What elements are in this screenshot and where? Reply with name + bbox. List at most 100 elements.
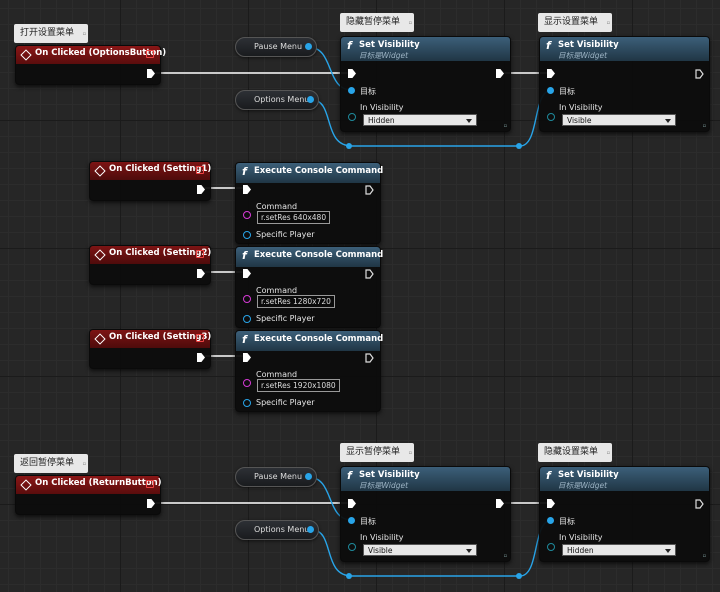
function-header: f Execute Console Command <box>236 331 384 351</box>
event-node-options-button[interactable]: On Clicked (OptionsButton) <box>15 45 166 85</box>
delegate-pin-icon[interactable] <box>196 334 204 342</box>
comment-return-pause[interactable]: 返回暂停菜单▫ <box>14 454 89 473</box>
event-header: On Clicked (Setting3) <box>90 330 212 348</box>
object-output-pin[interactable] <box>305 43 312 50</box>
exec-output-pin[interactable] <box>147 499 155 508</box>
target-input-pin[interactable] <box>547 87 554 94</box>
exec-input-pin[interactable] <box>243 269 251 278</box>
object-output-pin[interactable] <box>307 96 314 103</box>
visibility-value: Hidden <box>368 116 395 125</box>
exec-output-pin[interactable] <box>147 69 155 78</box>
object-output-pin[interactable] <box>307 526 314 533</box>
exec-output-pin[interactable] <box>197 269 205 278</box>
exec-output-pin[interactable] <box>496 499 504 508</box>
exec-input-pin[interactable] <box>547 69 555 78</box>
target-label: 目标 <box>360 87 376 96</box>
target-label: 目标 <box>559 87 575 96</box>
set-visibility-node[interactable]: f Set Visibility 目标是Widget 目标 In Visibil… <box>340 36 511 132</box>
specific-player-input-pin[interactable] <box>243 315 251 323</box>
variable-label: Options Menu <box>254 95 310 104</box>
command-text-field[interactable]: r.setRes 640x480 <box>257 211 331 224</box>
command-text-field[interactable]: r.setRes 1920x1080 <box>257 379 340 392</box>
function-header: f Set Visibility 目标是Widget <box>540 467 709 491</box>
visibility-dropdown[interactable]: Visible <box>562 114 676 126</box>
in-visibility-label: In Visibility <box>360 533 404 542</box>
function-title: Execute Console Command <box>254 166 384 176</box>
comment-show-settings[interactable]: 显示设置菜单▫ <box>538 13 613 32</box>
target-input-pin[interactable] <box>348 87 355 94</box>
event-diamond-icon <box>94 165 106 177</box>
event-title: On Clicked (ReturnButton) <box>35 478 162 488</box>
comment-text: 隐藏设置菜单 <box>544 447 599 457</box>
exec-input-pin[interactable] <box>348 499 356 508</box>
exec-input-pin[interactable] <box>243 353 251 362</box>
visibility-input-pin[interactable] <box>348 113 356 121</box>
exec-input-pin[interactable] <box>243 185 251 194</box>
comment-text: 显示暂停菜单 <box>346 447 401 457</box>
comment-hide-pause[interactable]: 隐藏暂停菜单▫ <box>340 13 415 32</box>
variable-options-menu[interactable]: Options Menu <box>235 520 319 540</box>
set-visibility-node[interactable]: f Set Visibility 目标是Widget 目标 In Visibil… <box>539 466 710 562</box>
event-header: On Clicked (OptionsButton) <box>16 46 166 64</box>
event-node-setting3[interactable]: On Clicked (Setting3) <box>89 329 211 369</box>
event-node-return-button[interactable]: On Clicked (ReturnButton) <box>15 475 162 515</box>
comment-hide-settings[interactable]: 隐藏设置菜单▫ <box>538 443 613 462</box>
event-title: On Clicked (Setting3) <box>109 332 212 342</box>
visibility-dropdown[interactable]: Hidden <box>363 114 477 126</box>
variable-pause-menu[interactable]: Pause Menu <box>235 37 317 57</box>
delegate-pin-icon[interactable] <box>146 480 154 488</box>
exec-input-pin[interactable] <box>348 69 356 78</box>
event-diamond-icon <box>94 333 106 345</box>
comment-text: 隐藏暂停菜单 <box>346 17 401 27</box>
exec-input-pin[interactable] <box>547 499 555 508</box>
command-input-pin[interactable] <box>243 379 251 387</box>
visibility-value: Visible <box>567 116 592 125</box>
variable-label: Options Menu <box>254 525 310 534</box>
specific-player-label: Specific Player <box>256 314 315 323</box>
set-visibility-node[interactable]: f Set Visibility 目标是Widget 目标 In Visibil… <box>539 36 710 132</box>
visibility-input-pin[interactable] <box>547 113 555 121</box>
command-text-field[interactable]: r.setRes 1280x720 <box>257 295 335 308</box>
visibility-input-pin[interactable] <box>547 543 555 551</box>
comment-show-pause[interactable]: 显示暂停菜单 ▫ <box>340 443 415 462</box>
event-header: On Clicked (ReturnButton) <box>16 476 162 494</box>
node-tag: ▫ <box>702 123 706 129</box>
target-input-pin[interactable] <box>547 517 554 524</box>
delegate-pin-icon[interactable] <box>146 50 154 58</box>
function-title: Execute Console Command <box>254 334 384 344</box>
specific-player-input-pin[interactable] <box>243 399 251 407</box>
variable-pause-menu[interactable]: Pause Menu <box>235 467 317 487</box>
execute-console-command-node[interactable]: f Execute Console Command Command r.setR… <box>235 330 384 412</box>
execute-console-command-node[interactable]: f Execute Console Command Command r.setR… <box>235 246 384 328</box>
visibility-input-pin[interactable] <box>348 543 356 551</box>
function-target-subtitle: 目标是Widget <box>558 481 608 490</box>
specific-player-input-pin[interactable] <box>243 231 251 239</box>
command-input-pin[interactable] <box>243 211 251 219</box>
delegate-pin-icon[interactable] <box>196 250 204 258</box>
function-title: Set Visibility <box>558 470 619 480</box>
execute-console-command-node[interactable]: f Execute Console Command Command r.setR… <box>235 162 384 244</box>
function-f-icon: f <box>347 469 352 482</box>
visibility-dropdown[interactable]: Visible <box>363 544 477 556</box>
function-f-icon: f <box>347 39 352 52</box>
delegate-pin-icon[interactable] <box>196 166 204 174</box>
event-node-setting1[interactable]: On Clicked (Setting1) <box>89 161 211 201</box>
exec-output-pin[interactable] <box>197 353 205 362</box>
comment-open-settings[interactable]: 打开设置菜单▫ <box>14 24 89 43</box>
command-input-pin[interactable] <box>243 295 251 303</box>
visibility-dropdown[interactable]: Hidden <box>562 544 676 556</box>
function-header: f Set Visibility 目标是Widget <box>540 37 709 61</box>
event-node-setting2[interactable]: On Clicked (Setting2) <box>89 245 211 285</box>
variable-options-menu[interactable]: Options Menu <box>235 90 319 110</box>
target-input-pin[interactable] <box>348 517 355 524</box>
function-header: f Set Visibility 目标是Widget <box>341 37 510 61</box>
function-title: Execute Console Command <box>254 250 384 260</box>
exec-output-pin[interactable] <box>197 185 205 194</box>
comment-pin-icon: ▫ <box>408 450 413 456</box>
set-visibility-node[interactable]: f Set Visibility 目标是Widget 目标 In Visibil… <box>340 466 511 562</box>
event-title: On Clicked (Setting1) <box>109 164 212 174</box>
object-output-pin[interactable] <box>305 473 312 480</box>
node-tag: ▫ <box>503 553 507 559</box>
exec-output-pin[interactable] <box>496 69 504 78</box>
function-f-icon: f <box>546 39 551 52</box>
